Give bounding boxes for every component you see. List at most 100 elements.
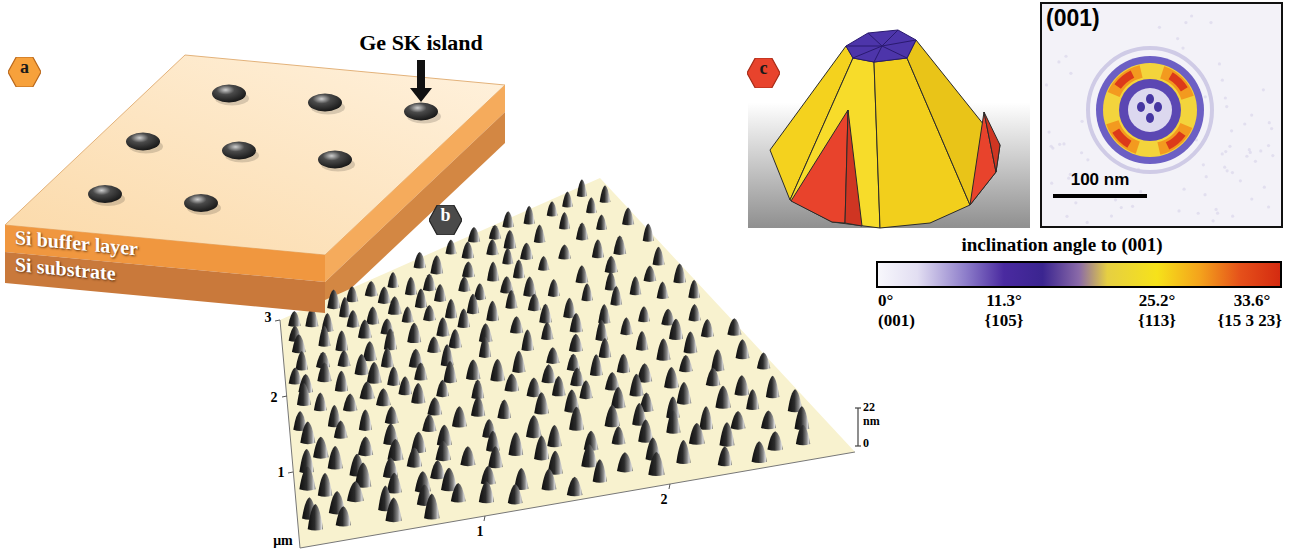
afm-island <box>462 241 474 258</box>
axis-tick <box>855 407 861 408</box>
facet-15-3-23 <box>791 110 848 223</box>
afm-island <box>752 441 767 463</box>
afm-island <box>718 446 732 466</box>
afm-island <box>701 319 714 337</box>
texture-dot <box>1080 151 1083 154</box>
afm-island <box>479 337 491 358</box>
afm-island <box>505 290 517 309</box>
afm-island <box>358 436 373 456</box>
afm-image-panel: (001)100 nm <box>1040 2 1283 228</box>
texture-dot <box>1271 154 1274 157</box>
texture-dot <box>1120 206 1123 209</box>
afm-island <box>676 440 690 464</box>
axis-tick <box>855 445 861 446</box>
texture-dot <box>1224 150 1227 153</box>
afm-island <box>449 329 462 348</box>
texture-dot <box>1051 147 1054 150</box>
image-texture <box>1045 11 1275 224</box>
afm-island <box>679 355 693 372</box>
texture-dot <box>1176 37 1179 40</box>
afm-island <box>366 307 379 325</box>
texture-dot <box>1114 198 1117 201</box>
texture-dot <box>1190 14 1193 17</box>
afm-island <box>688 280 700 299</box>
apex-mark <box>1137 102 1145 112</box>
facet-index: {105} <box>985 311 1024 331</box>
afm-island <box>569 334 583 352</box>
afm-island <box>486 239 498 255</box>
texture-dot <box>1069 72 1072 75</box>
afm-island <box>611 387 625 408</box>
afm-island <box>586 197 597 213</box>
facet-105 <box>846 30 916 62</box>
facet-15-3-23 <box>845 110 862 226</box>
axis-line <box>300 452 855 548</box>
afm-island <box>528 294 541 312</box>
afm-island <box>657 281 669 299</box>
afm-island <box>423 305 436 321</box>
afm-island <box>343 393 357 411</box>
afm-island <box>542 469 557 491</box>
afm-island <box>562 192 573 208</box>
texture-dot <box>1267 205 1270 208</box>
panel-letter: b <box>429 205 462 226</box>
texture-dot <box>1259 149 1262 152</box>
afm-island <box>488 446 503 468</box>
panel-badge: c <box>747 58 780 88</box>
afm-island <box>509 432 524 456</box>
afm-island <box>387 367 400 386</box>
colorbar-tick: 25.2° <box>1139 291 1176 311</box>
flat-top <box>1128 88 1172 132</box>
ge-island <box>308 94 342 112</box>
afm-island <box>677 382 692 405</box>
afm-island <box>339 297 351 317</box>
ge-islands <box>88 85 441 216</box>
afm-island <box>402 307 414 323</box>
afm-island <box>706 368 721 387</box>
afm-island <box>761 410 776 429</box>
afm-island <box>796 425 810 446</box>
afm-island <box>689 423 705 445</box>
texture-dot <box>1182 188 1185 191</box>
afm-island <box>289 368 302 385</box>
afm-island <box>600 185 611 203</box>
panel-letter: a <box>8 57 41 78</box>
afm-island <box>424 493 440 519</box>
afm-island <box>414 362 427 380</box>
texture-dot <box>1086 158 1089 161</box>
afm-island <box>299 467 315 491</box>
afm-island <box>497 400 511 419</box>
afm-island <box>367 362 382 384</box>
afm-island <box>435 441 450 461</box>
texture-dot <box>1228 145 1231 148</box>
texture-dot <box>1218 62 1221 65</box>
texture-dot <box>1214 208 1217 211</box>
hexagon-shape <box>747 58 780 88</box>
texture-dot <box>1064 55 1067 58</box>
afm-island <box>347 481 364 502</box>
afm-island <box>513 259 525 278</box>
afm-island <box>656 338 670 360</box>
afm-island <box>385 406 399 424</box>
height-axis <box>857 408 858 446</box>
hexagon-shape <box>429 205 462 235</box>
afm-island <box>524 206 535 225</box>
afm-island <box>466 360 480 380</box>
afm-island <box>317 362 331 382</box>
texture-dot <box>1181 47 1184 50</box>
afm-island <box>579 380 592 399</box>
afm-island <box>767 431 783 451</box>
afm-island <box>595 320 607 341</box>
colorbar-tick: 33.6° <box>1234 291 1271 311</box>
afm-island <box>563 298 576 318</box>
ge-island <box>222 142 256 160</box>
afm-island <box>581 444 597 467</box>
texture-dot <box>1243 122 1246 125</box>
afm-island <box>292 334 306 353</box>
hexagon-shape <box>8 57 41 87</box>
afm-island <box>734 375 749 396</box>
afm-island <box>445 299 457 319</box>
afm-island <box>617 452 633 472</box>
axis-tick-label: 2 <box>271 390 278 406</box>
afm-island <box>648 452 664 476</box>
